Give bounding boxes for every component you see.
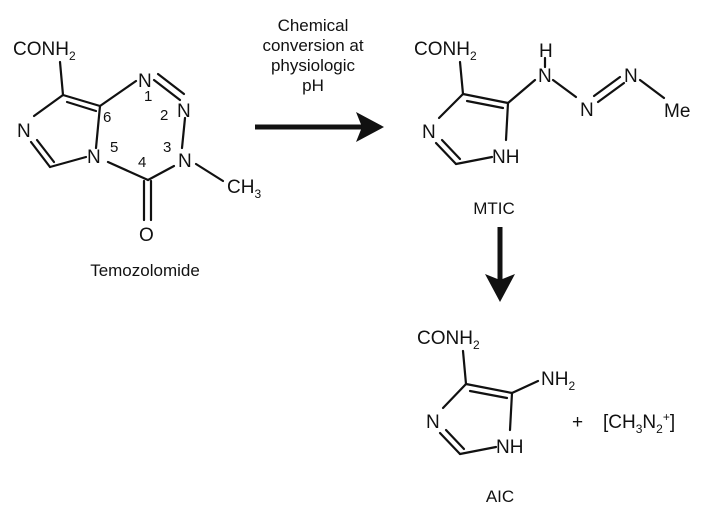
atom-n: N bbox=[624, 66, 638, 87]
atom-nh: NH bbox=[492, 147, 519, 168]
temozolomide-methyl-label: CH3 bbox=[227, 177, 261, 201]
mtic-conh2-label: CONH2 bbox=[414, 39, 477, 63]
temozolomide-structure: CONH2 N N N N N O CH3 1 2 3 4 5 6 bbox=[13, 39, 261, 280]
bond bbox=[438, 431, 462, 456]
bond bbox=[94, 104, 102, 150]
bond bbox=[638, 78, 666, 100]
bond bbox=[454, 155, 494, 166]
bond bbox=[48, 155, 88, 169]
ring-number: 3 bbox=[163, 139, 171, 156]
atom-n: N bbox=[177, 101, 191, 122]
bond bbox=[441, 382, 468, 410]
ring-number: 5 bbox=[110, 139, 118, 156]
bond bbox=[32, 93, 65, 118]
atom-h: H bbox=[539, 41, 553, 62]
condition-line: Chemical bbox=[278, 16, 349, 35]
atom-n: N bbox=[178, 151, 192, 172]
atom-n: N bbox=[422, 122, 436, 143]
ring-number: 4 bbox=[138, 154, 146, 171]
temozolomide-conh2-label: CONH2 bbox=[13, 39, 76, 63]
atom-nh: NH bbox=[496, 437, 523, 458]
bond bbox=[506, 78, 537, 105]
mtic-structure: CONH2 H N N N Me N NH MTIC bbox=[414, 39, 690, 218]
bond bbox=[592, 75, 622, 98]
bond bbox=[461, 349, 468, 386]
bond bbox=[35, 138, 56, 164]
bond bbox=[437, 92, 465, 120]
condition-line: pH bbox=[302, 76, 324, 95]
atom-n: N bbox=[580, 100, 594, 121]
bond bbox=[551, 78, 578, 99]
bond bbox=[152, 78, 182, 102]
condition-line: physiologic bbox=[271, 56, 356, 75]
atom-n: N bbox=[138, 71, 152, 92]
bond bbox=[504, 101, 510, 142]
ring-number: 2 bbox=[160, 107, 168, 124]
methyldiazonium-label: [CH3N2+] bbox=[603, 410, 675, 436]
bond bbox=[508, 391, 514, 432]
aic-conh2-label: CONH2 bbox=[417, 328, 480, 352]
atom-o: O bbox=[139, 225, 154, 246]
bond bbox=[596, 81, 626, 104]
bond bbox=[61, 93, 102, 108]
atom-n: N bbox=[17, 121, 31, 142]
bond bbox=[65, 100, 98, 113]
bond bbox=[146, 164, 176, 182]
bond bbox=[440, 138, 462, 161]
aic-nh2-label: NH2 bbox=[541, 369, 575, 393]
aic-structure: CONH2 NH2 N NH AIC bbox=[417, 328, 575, 506]
plus-sign: + bbox=[572, 412, 583, 433]
reaction-arrow-down bbox=[485, 227, 515, 302]
bond bbox=[106, 160, 150, 182]
bond bbox=[98, 79, 138, 108]
temozolomide-name: Temozolomide bbox=[90, 261, 200, 280]
bond bbox=[58, 60, 65, 97]
reaction-arrow-right bbox=[255, 112, 384, 142]
ring-number: 6 bbox=[103, 109, 111, 126]
bond bbox=[458, 445, 498, 456]
atom-n: N bbox=[426, 412, 440, 433]
atom-n: N bbox=[87, 147, 101, 168]
bond bbox=[434, 141, 458, 166]
conversion-condition: Chemical conversion at physiologic pH bbox=[262, 16, 363, 95]
mtic-name: MTIC bbox=[473, 199, 515, 218]
bond bbox=[458, 60, 465, 96]
condition-line: conversion at bbox=[262, 36, 363, 55]
bond bbox=[468, 389, 509, 400]
bond bbox=[444, 428, 466, 451]
bond bbox=[194, 162, 225, 183]
bond bbox=[180, 116, 187, 150]
bond bbox=[510, 379, 540, 395]
atom-n: N bbox=[538, 66, 552, 87]
atom-me: Me bbox=[664, 101, 690, 122]
bond bbox=[464, 382, 514, 395]
bond bbox=[461, 92, 510, 105]
bond bbox=[156, 72, 186, 96]
bond bbox=[465, 99, 505, 110]
bond bbox=[29, 140, 52, 169]
aic-name: AIC bbox=[486, 487, 514, 506]
ring-number: 1 bbox=[144, 88, 152, 105]
